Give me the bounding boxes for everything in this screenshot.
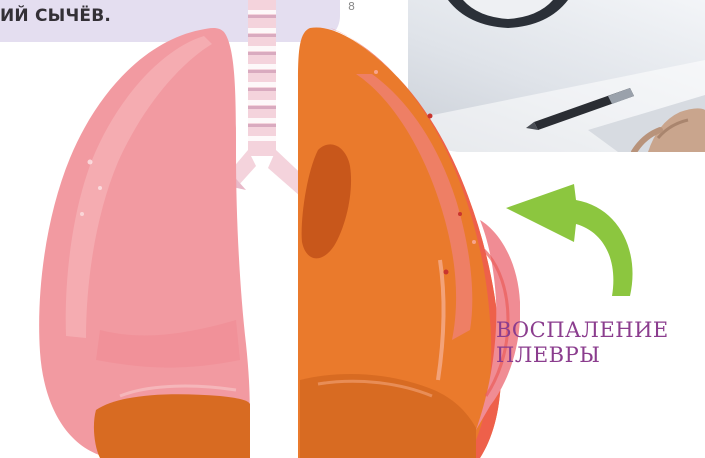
lungs-illustration	[0, 0, 520, 458]
pleura-label-line1: ВОСПАЛЕНИЕ	[496, 318, 669, 343]
left-lung	[39, 28, 250, 458]
trachea	[248, 0, 276, 156]
curved-arrow-icon	[500, 162, 680, 302]
pleura-label-line2: ПЛЕВРЫ	[496, 343, 669, 368]
right-lung	[298, 27, 501, 458]
pleura-label: ВОСПАЛЕНИЕ ПЛЕВРЫ	[496, 318, 669, 368]
